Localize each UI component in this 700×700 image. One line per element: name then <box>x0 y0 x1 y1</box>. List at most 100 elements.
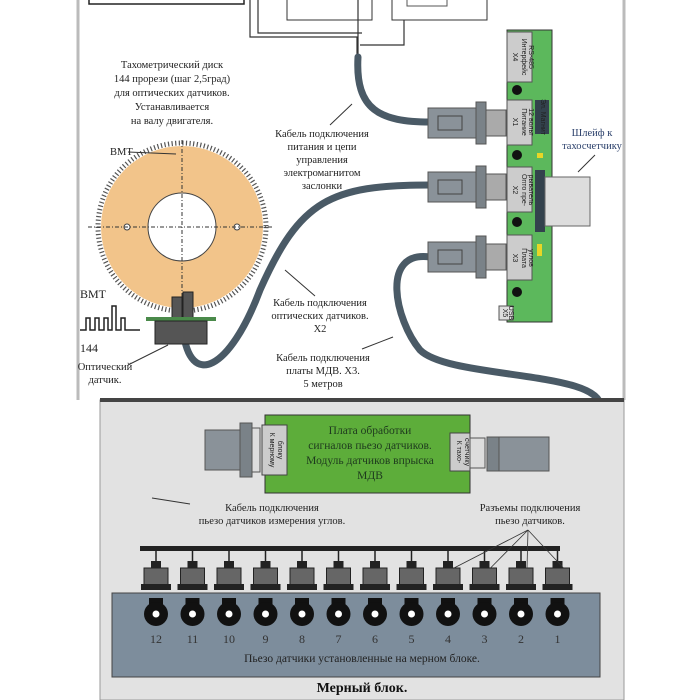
connector-neck <box>443 561 453 569</box>
piezo-connector <box>289 567 315 586</box>
sensor-hole <box>335 610 342 618</box>
footer-title: Мерный блок. <box>317 681 408 696</box>
x1-label-2: 12 вольт <box>527 108 534 136</box>
svg-text:управления: управления <box>296 155 348 166</box>
connector-base <box>323 584 354 590</box>
svg-text:заслонки: заслонки <box>302 181 343 192</box>
sensor-number: 3 <box>482 632 488 646</box>
connector-base <box>214 584 244 590</box>
mdv-title-2: сигналов пьезо датчиков. <box>308 440 432 452</box>
piezo-connector <box>253 567 278 586</box>
connector-arrow <box>526 529 529 569</box>
sensor-number: 6 <box>372 632 378 646</box>
power-cable <box>354 53 434 126</box>
svg-text:Устанавливается: Устанавливается <box>135 102 210 113</box>
sensor-label-2: датчик. <box>89 375 122 386</box>
mdv-right-connector-label: К тахо- <box>455 441 462 464</box>
sensor-number: 11 <box>187 632 199 646</box>
sensor-number: 8 <box>299 632 305 646</box>
connector-base <box>433 584 463 590</box>
x4-label-2: RS-485 <box>527 45 534 69</box>
sensor-hole <box>554 610 561 618</box>
signal-count-label: 144 <box>80 341 98 355</box>
sensor-hole <box>371 610 379 618</box>
sensor-hole <box>481 610 488 618</box>
connector-base <box>177 584 208 590</box>
sensor-hole <box>225 610 233 618</box>
connector-neck <box>552 561 563 569</box>
piezo-connector <box>399 567 424 586</box>
connector-neck <box>151 561 161 569</box>
piezo-sensor-4: 4 <box>433 548 463 646</box>
svg-text:Кабель подключения: Кабель подключения <box>225 503 319 514</box>
piezo-connector <box>435 567 461 586</box>
piezo-sensor-1: 1 <box>542 548 573 646</box>
connector-neck <box>479 561 490 569</box>
x3-label-2: углов <box>527 249 534 267</box>
ribbon-label-1: Шлейф к <box>572 128 614 139</box>
sensor-number: 5 <box>409 632 415 646</box>
connector-neck <box>187 561 198 569</box>
plugs <box>427 101 507 279</box>
sensor-hole <box>298 610 306 618</box>
svg-text:Разъемы подключения: Разъемы подключения <box>480 503 581 514</box>
sensor-label-1: Оптический <box>78 362 133 373</box>
x3-label: Плата <box>520 248 527 268</box>
sensor-hole <box>517 610 525 618</box>
optical-sensor <box>146 291 216 345</box>
sensor-number: 7 <box>336 632 342 646</box>
sensor-number: 9 <box>263 632 269 646</box>
svg-text:5 метров: 5 метров <box>303 379 342 390</box>
svg-text:платы МДВ. X3.: платы МДВ. X3. <box>286 366 360 377</box>
x1-label: Питание <box>520 108 527 136</box>
piezo-sensor-12: 12 <box>141 548 171 646</box>
svg-text:X2: X2 <box>314 324 327 335</box>
connector-neck <box>260 561 271 569</box>
piezo-connectors-label: Разъемы подключения пьезо датчиков. <box>480 503 581 527</box>
x5-id: X5 <box>501 309 508 318</box>
piezo-connector <box>472 567 497 586</box>
connector-base <box>141 584 171 590</box>
mdv-right-connector-label-2: счетчику <box>463 438 470 467</box>
tacho-disk <box>88 140 272 340</box>
piezo-sensor-6: 6 <box>360 548 390 646</box>
connector-neck <box>516 561 526 569</box>
connector-base <box>250 584 281 590</box>
piezo-connector <box>545 567 570 586</box>
ribbon-cable <box>544 176 591 227</box>
mdv-board: К мерному блоку К тахо- счетчику Плата о… <box>204 414 550 494</box>
piezo-sensors: 12 11 10 9 8 7 6 5 4 3 2 1 <box>111 529 601 678</box>
top-equipment <box>88 0 488 55</box>
power-cable-label: Кабель подключения питания и цепи управл… <box>275 103 369 192</box>
piezo-cable-label: Кабель подключения пьезо датчиков измере… <box>151 497 345 527</box>
svg-text:Кабель подключения: Кабель подключения <box>273 298 367 309</box>
sensor-hole <box>408 610 415 618</box>
bottom-panel-border <box>100 398 624 402</box>
piezo-connector <box>362 567 388 586</box>
piezo-connector <box>216 567 242 586</box>
ribbon-arrow <box>577 154 596 173</box>
optical-cable <box>179 181 434 369</box>
connector-base <box>469 584 500 590</box>
x3-id: X3 <box>511 254 518 263</box>
sensor-hole <box>262 610 269 618</box>
mdv-left-connector-label-2: блоку <box>276 441 284 460</box>
sensor-number: 10 <box>223 632 235 646</box>
vmt-arrow <box>127 151 177 155</box>
piezo-sensor-11: 11 <box>177 548 208 646</box>
optical-cable-label: Кабель подключения оптических датчиков. … <box>271 269 369 335</box>
sensor-hole <box>152 610 160 618</box>
piezo-connector <box>326 567 351 586</box>
svg-text:Тахометрический диск: Тахометрический диск <box>121 60 224 71</box>
main-board: X4 Интерфейс RS-485 X1 Питание 12 вольт … <box>498 29 591 323</box>
piezo-sensor-10: 10 <box>214 548 244 646</box>
connector-arrow <box>527 529 564 569</box>
connector-arrow <box>453 529 529 569</box>
chip-label: Эл. Магнит <box>539 99 546 136</box>
svg-text:питания и цепи: питания и цепи <box>287 142 356 153</box>
svg-text:Кабель подключения: Кабель подключения <box>275 129 369 140</box>
mdv-title-4: МДВ <box>357 470 383 482</box>
mdv-cable-label: Кабель подключения платы МДВ. X3. 5 метр… <box>276 336 394 390</box>
sensor-number: 2 <box>518 632 524 646</box>
